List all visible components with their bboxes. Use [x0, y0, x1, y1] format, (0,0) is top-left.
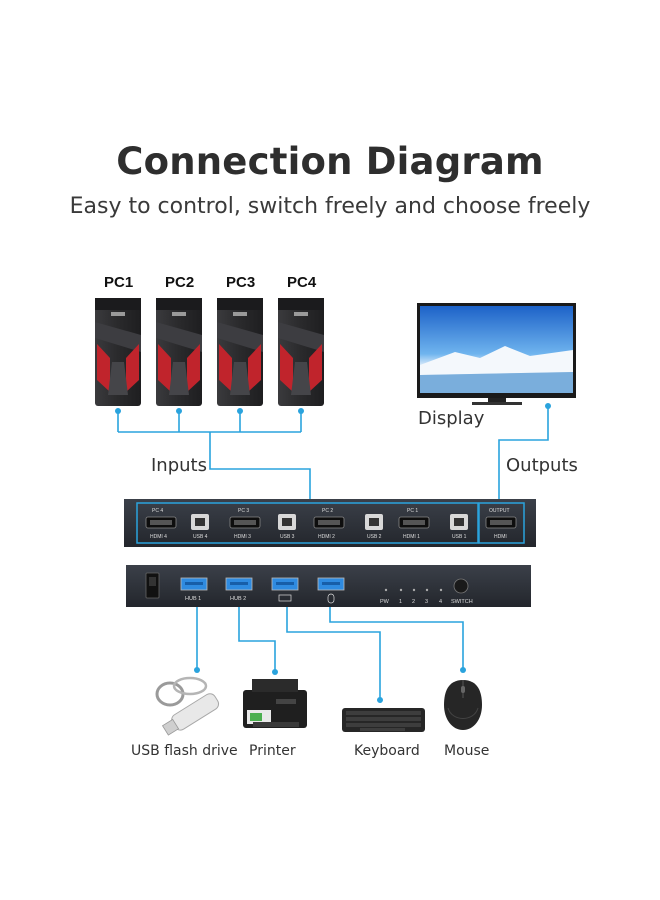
dot-pc1	[115, 408, 121, 414]
back-port-pc-label: PC 4	[152, 508, 163, 514]
back-port-usb-label: USB 1	[452, 534, 467, 540]
status-leds: PW 1 2 3 4	[380, 588, 443, 605]
back-port-hdmi-label: HDMI 3	[234, 534, 251, 540]
usb-flash-drive-icon	[155, 676, 220, 736]
led-label-2: 2	[412, 599, 415, 605]
back-port-pc-label: PC 3	[238, 508, 249, 514]
dot-mouse	[460, 667, 466, 673]
back-port-output: OUTPUT HDMI	[485, 508, 517, 540]
device-label-usb-flash-drive: USB flash drive	[131, 743, 238, 759]
pc-label-2: PC2	[165, 274, 195, 291]
pc-label-4: PC4	[287, 274, 317, 291]
dot-pc3	[237, 408, 243, 414]
back-port-group-pc3: PC 3 HDMI 3 USB 3	[229, 508, 296, 540]
back-port-group-pc1: PC 1 HDMI 1 USB 1	[398, 508, 468, 540]
page-subtitle: Easy to control, switch freely and choos…	[69, 194, 591, 219]
led-label-4: 4	[439, 599, 442, 605]
back-port-usb-label: USB 2	[367, 534, 382, 540]
back-port-usb-label: USB 3	[280, 534, 295, 540]
pw-label: PW	[380, 599, 390, 605]
pc-tower-4	[278, 298, 324, 406]
output-top-label: OUTPUT	[489, 508, 510, 514]
usb-port-keyboard	[271, 577, 299, 602]
line-mouse	[329, 604, 464, 670]
mouse-icon	[444, 680, 482, 730]
dot-pc2	[176, 408, 182, 414]
switch-label: SWITCH	[451, 599, 473, 605]
back-port-group-pc2: PC 2 HDMI 2 USB 2	[313, 508, 383, 540]
back-port-usb-label: USB 4	[193, 534, 208, 540]
display-label: Display	[418, 408, 485, 429]
power-switch	[145, 572, 160, 599]
switch-front-panel: HUB 1 HUB 2	[126, 565, 531, 607]
back-port-hdmi-label: HDMI 2	[318, 534, 335, 540]
usb-port-hub1: HUB 1	[180, 577, 208, 602]
usb-port-mouse	[317, 577, 345, 604]
switch-button: SWITCH	[451, 578, 473, 605]
inputs-label: Inputs	[151, 455, 207, 476]
back-port-hdmi-label: HDMI 1	[403, 534, 420, 540]
dot-pc4	[298, 408, 304, 414]
hub2-label: HUB 2	[230, 596, 246, 602]
pc-tower-1	[95, 298, 141, 406]
dot-usb-flash	[194, 667, 200, 673]
line-outputs	[498, 406, 549, 500]
display-monitor	[417, 303, 576, 405]
pc-label-1: PC1	[104, 274, 134, 291]
dot-printer	[272, 669, 278, 675]
usb-port-hub2: HUB 2	[225, 577, 253, 602]
device-label-mouse: Mouse	[444, 743, 490, 759]
device-label-keyboard: Keyboard	[354, 743, 420, 759]
pc-tower-3	[217, 298, 263, 406]
hub1-label: HUB 1	[185, 596, 201, 602]
outputs-label: Outputs	[506, 455, 578, 476]
connection-dots	[115, 403, 551, 703]
page-title: Connection Diagram	[116, 140, 544, 183]
dot-display	[545, 403, 551, 409]
switch-back-panel: PC 4 HDMI 4 USB 4 PC 3 HDMI 3 USB 3 PC 2	[124, 499, 536, 547]
connection-lines	[117, 406, 549, 700]
back-port-pc-label: PC 2	[322, 508, 333, 514]
back-port-hdmi-label: HDMI 4	[150, 534, 167, 540]
led-label-1: 1	[399, 599, 402, 605]
keyboard-icon	[342, 708, 425, 732]
pc-label-3: PC3	[226, 274, 256, 291]
led-label-3: 3	[425, 599, 428, 605]
line-keyboard	[286, 604, 381, 700]
back-port-group-pc4: PC 4 HDMI 4 USB 4	[145, 508, 209, 540]
back-port-pc-label: PC 1	[407, 508, 418, 514]
line-inputs-drop	[209, 432, 311, 500]
dot-keyboard	[377, 697, 383, 703]
pc-tower-2	[156, 298, 202, 406]
line-hub2	[238, 604, 276, 672]
printer-icon	[243, 679, 307, 728]
device-label-printer: Printer	[249, 743, 296, 759]
output-bottom-label: HDMI	[494, 534, 507, 540]
